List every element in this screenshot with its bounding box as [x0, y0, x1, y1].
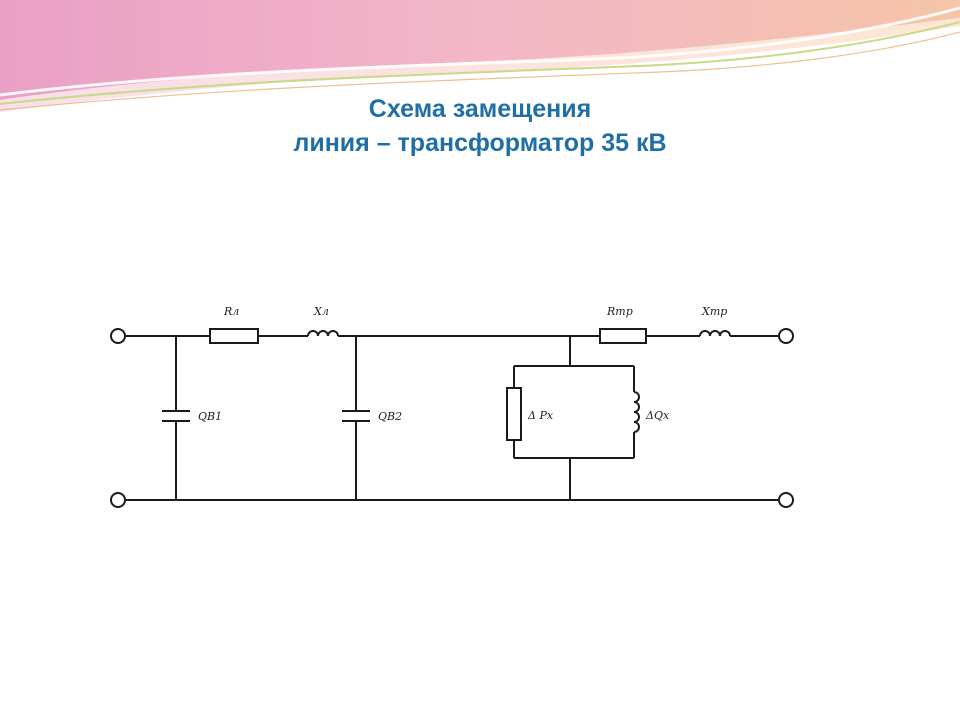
label-x-line: Xл: [313, 305, 329, 318]
terminal-in-top: [110, 328, 126, 344]
label-qb1: QB1: [198, 410, 222, 423]
decorative-banner: [0, 0, 960, 112]
equivalent-circuit-diagram: Rл Xл QB1 QB2 Δ Px ΔQx Rтр Xтр: [110, 305, 794, 508]
terminal-out-bottom: [778, 492, 794, 508]
inductor-x-line: [307, 330, 339, 337]
magnetizing-branch: [513, 336, 635, 500]
resistor-r-line: [209, 328, 259, 344]
label-x-tr: Xтр: [701, 305, 727, 318]
label-r-line: Rл: [223, 305, 239, 318]
terminal-in-bottom: [110, 492, 126, 508]
title-line-2: линия – трансформатор 35 кВ: [293, 129, 667, 157]
inductor-x-tr: [699, 330, 731, 337]
inductor-delta-qx: [633, 391, 640, 433]
terminal-out-top: [778, 328, 794, 344]
label-qb2: QB2: [378, 410, 402, 423]
label-r-tr: Rтр: [606, 305, 633, 318]
resistor-delta-px: [506, 387, 522, 441]
capacitor-qb2: [342, 336, 370, 500]
page-title: Схема замещения линия – трансформатор 35…: [0, 92, 960, 160]
capacitor-qb1: [162, 336, 190, 500]
label-delta-qx: ΔQx: [645, 409, 670, 422]
label-delta-px: Δ Px: [527, 409, 554, 422]
title-line-1: Схема замещения: [368, 95, 592, 123]
resistor-r-tr: [599, 328, 647, 344]
